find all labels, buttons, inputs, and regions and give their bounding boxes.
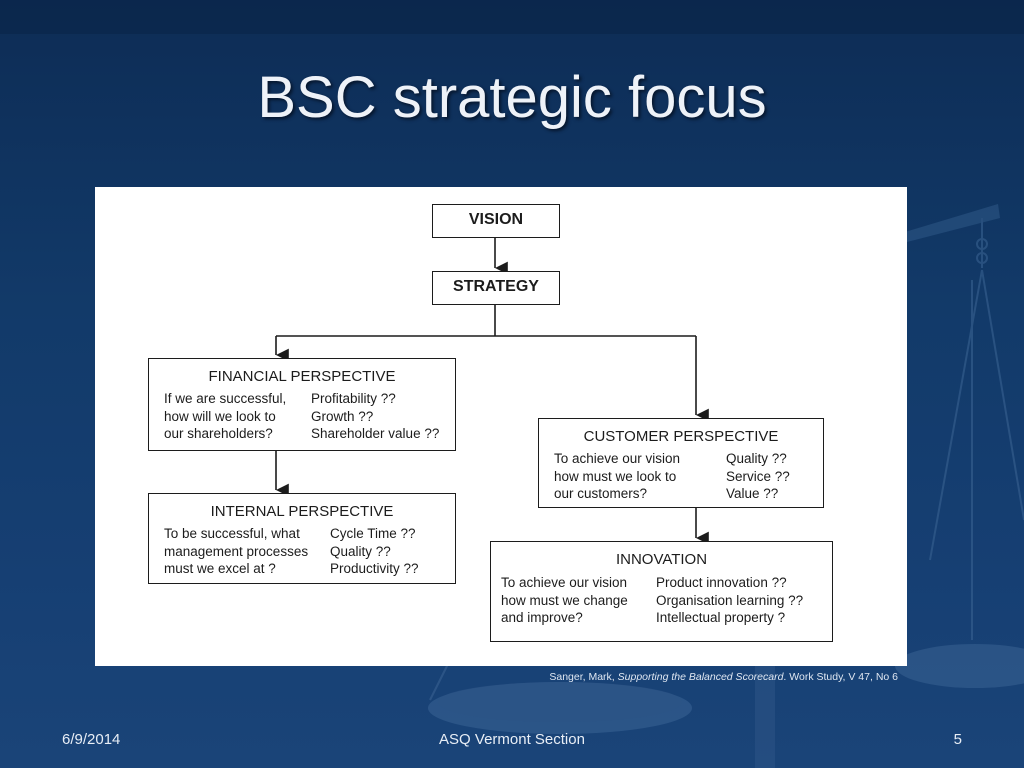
strategy-label: STRATEGY (453, 278, 539, 295)
innovation-measures: Product innovation ?? Organisation learn… (656, 575, 804, 625)
vision-label: VISION (468, 211, 524, 228)
slide-number: 5 (953, 731, 962, 748)
internal-question: To be successful, what management proces… (164, 526, 309, 576)
vision-box: VISION (432, 204, 560, 238)
financial-measures: Profitability ?? Growth ?? Shareholder v… (311, 391, 440, 441)
slide-title: BSC strategic focus (257, 65, 767, 130)
customer-perspective-title: CUSTOMER PERSPECTIVE (583, 428, 779, 445)
citation-author: Sanger, Mark, (549, 671, 618, 683)
innovation-question: To achieve our vision how must we change… (501, 575, 628, 625)
diagram-panel: VISION STRATEGY FINANCIAL PERSPECTIVE If… (95, 187, 907, 666)
strategy-box: STRATEGY (432, 271, 560, 305)
footer-center: ASQ Vermont Section (439, 731, 585, 748)
internal-perspective-title: INTERNAL PERSPECTIVE (210, 503, 394, 520)
financial-perspective-title: FINANCIAL PERSPECTIVE (208, 368, 396, 385)
internal-perspective-box: INTERNAL PERSPECTIVE To be successful, w… (148, 493, 456, 584)
innovation-box: INNOVATION To achieve our vision how mus… (490, 541, 833, 642)
financial-question: If we are successful, how will we look t… (164, 391, 287, 441)
citation-rest: . Work Study, V 47, No 6 (783, 671, 898, 683)
internal-measures: Cycle Time ?? Quality ?? Productivity ?? (330, 526, 419, 576)
footer-date: 6/9/2014 (62, 731, 121, 748)
customer-question: To achieve our vision how must we look t… (554, 451, 681, 501)
customer-perspective-box: CUSTOMER PERSPECTIVE To achieve our visi… (538, 418, 824, 508)
financial-perspective-box: FINANCIAL PERSPECTIVE If we are successf… (148, 358, 456, 451)
source-citation: Sanger, Mark, Supporting the Balanced Sc… (549, 671, 898, 683)
diagram-connectors (275, 238, 709, 545)
innovation-title: INNOVATION (615, 551, 708, 568)
citation-work: Supporting the Balanced Scorecard (617, 671, 784, 683)
customer-measures: Quality ?? Service ?? Value ?? (726, 451, 790, 501)
